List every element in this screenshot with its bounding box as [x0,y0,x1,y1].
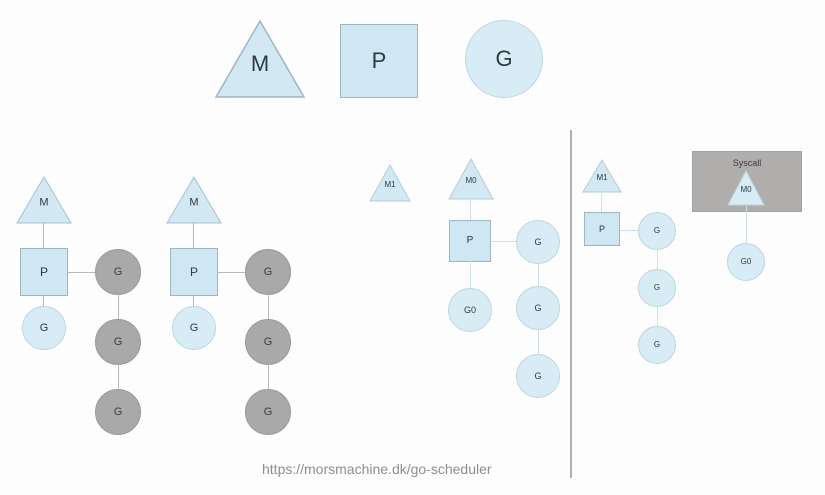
syscall-m-to-g0-connector [746,206,747,248]
cluster4-runqueue-label-0: G [653,226,661,235]
cluster3-running-goroutine: G0 [448,288,492,332]
cluster1-m-to-p-connector [43,222,44,249]
cluster1-runqueue-connector-0 [118,294,119,321]
cluster3-processor-label: P [466,235,474,246]
cluster2-runqueue-item-0: G [245,249,291,295]
syscall-machine: M0 [727,170,765,206]
cluster3-runqueue-item-0: G [516,220,560,264]
cluster1-runqueue-label-2: G [113,405,123,418]
syscall-machine-label: M0 [740,184,752,194]
cluster2-runqueue-connector-1 [268,364,269,391]
cluster3-runqueue-connector-1 [538,329,539,355]
cluster3-runqueue-label-0: G [534,236,542,247]
cluster1-machine: M [16,176,72,224]
triangle-shape-icon [166,176,222,224]
cluster2-runqueue-connector-0 [268,294,269,321]
cluster2-running-goroutine: G [172,306,216,350]
cluster3-machine: M0 [448,158,494,200]
cluster3-p-to-runqueue-connector [491,241,518,242]
syscall-goroutine: G0 [727,243,765,281]
cluster4-runqueue-label-1: G [653,283,661,292]
cluster4-processor-label: P [598,223,605,234]
syscall-label: Syscall [732,158,762,168]
cluster1-runqueue-item-0: G [95,249,141,295]
cluster4-machine: M1 [582,159,622,193]
triangle-shape-icon [448,158,494,200]
cluster3-runqueue-item-2: G [516,354,560,398]
legend-triangle-m: M [215,20,305,98]
cluster1-runqueue-item-2: G [95,389,141,435]
cluster2-runqueue-label-1: G [263,335,273,348]
legend-label-g: G [495,46,513,71]
cluster1-running-goroutine-label: G [39,321,49,334]
cluster3-p-to-g0-connector [470,261,471,289]
cluster1-runqueue-label-0: G [113,265,123,278]
triangle-shape-icon [369,164,411,202]
cluster2-runqueue-label-0: G [263,265,273,278]
cluster2-m-to-p-connector [193,222,194,249]
syscall-goroutine-label: G0 [740,257,752,266]
cluster4-runqueue-item-2: G [638,326,676,364]
cluster3-m-to-p-connector [470,198,471,222]
cluster3-machine-label: M0 [465,175,477,185]
cluster3-runqueue-label-2: G [534,370,542,381]
cluster1-processor-label: P [39,265,48,279]
cluster1-runqueue-item-1: G [95,319,141,365]
cluster4-runqueue-label-2: G [653,340,661,349]
cluster3-running-goroutine-label: G0 [463,304,476,315]
cluster2-machine-label: M [189,195,199,208]
cluster2-machine: M [166,176,222,224]
triangle-shape-icon [727,170,765,206]
cluster4-runqueue-item-0: G [638,212,676,250]
cluster4-m-to-p-connector [601,191,602,213]
cluster4-p-to-runqueue-connector [620,230,640,231]
cluster2-runqueue-item-1: G [245,319,291,365]
cluster1-running-goroutine: G [22,306,66,350]
cluster2-processor-label: P [189,265,198,279]
legend-label-p: P [371,48,387,73]
cluster1-runqueue-label-1: G [113,335,123,348]
source-caption: https://morsmachine.dk/go-scheduler [262,461,492,477]
cluster3-runqueue-connector-0 [538,263,539,287]
cluster4-processor: P [584,212,620,246]
triangle-shape-icon [215,20,305,98]
cluster2-runqueue-item-2: G [245,389,291,435]
cluster4-machine-label: M1 [596,172,608,182]
cluster1-processor: P [20,248,68,296]
triangle-shape-icon [582,159,622,193]
cluster4-runqueue-connector-1 [657,306,658,328]
cluster3-runqueue-label-1: G [534,302,542,313]
cluster3-runqueue-item-1: G [516,286,560,330]
cluster2-processor: P [170,248,218,296]
cluster3-idle-machine: M1 [369,164,411,202]
cluster1-runqueue-connector-1 [118,364,119,391]
triangle-shape-icon [16,176,72,224]
cluster4-runqueue-item-1: G [638,269,676,307]
section-divider [570,130,572,478]
legend-square-p: P [340,24,418,98]
cluster1-p-to-runqueue-connector [68,272,96,273]
legend-label-m: M [250,50,270,76]
cluster1-machine-label: M [39,195,49,208]
cluster3-processor: P [449,220,491,262]
cluster4-runqueue-connector-0 [657,249,658,271]
cluster2-runqueue-label-2: G [263,405,273,418]
cluster2-running-goroutine-label: G [189,321,199,334]
cluster2-p-to-runqueue-connector [218,272,246,273]
cluster3-idle-machine-label: M1 [384,179,396,189]
legend-circle-g: G [465,20,543,98]
